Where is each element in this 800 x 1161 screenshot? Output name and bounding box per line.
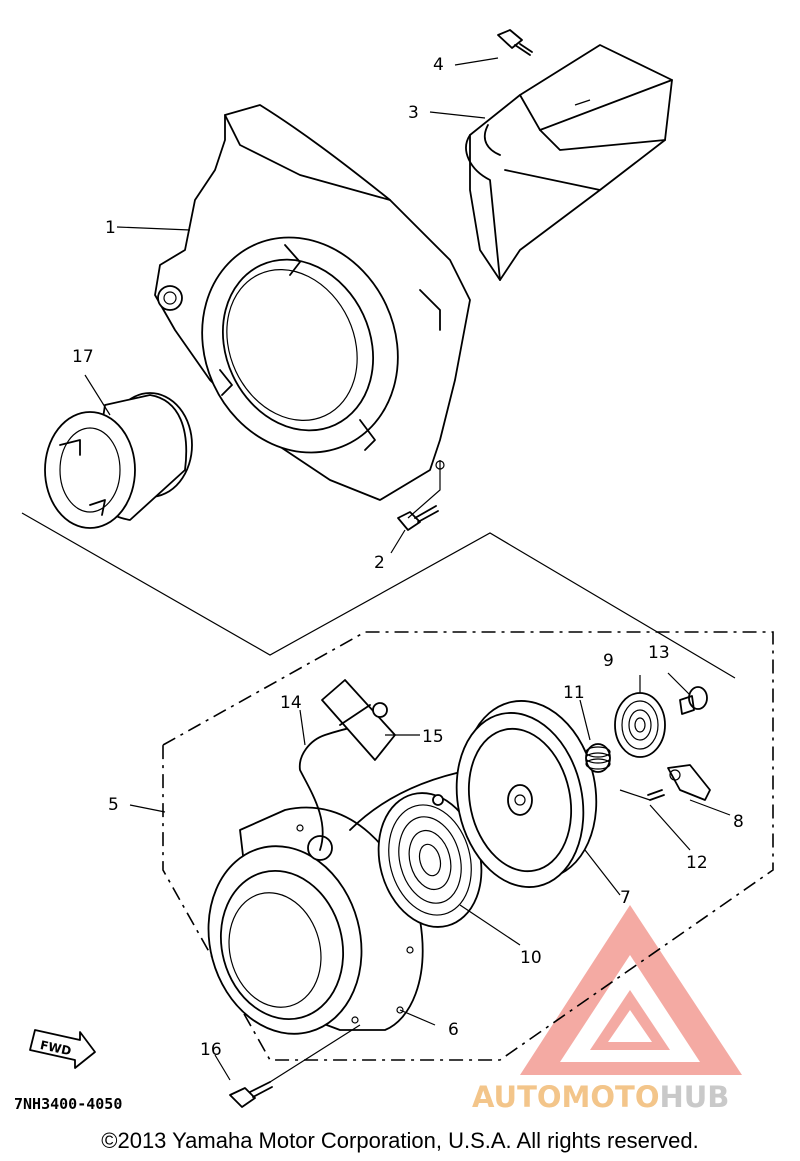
bolt-16 bbox=[229, 1081, 273, 1108]
callout-3: 3 bbox=[408, 103, 419, 123]
bolt-13 bbox=[679, 686, 708, 715]
fan-housing-part bbox=[154, 104, 471, 501]
callout-4: 4 bbox=[433, 55, 444, 75]
bolt-4 bbox=[497, 29, 533, 56]
friction-plate bbox=[614, 692, 666, 758]
pawl bbox=[667, 764, 711, 801]
callout-17: 17 bbox=[72, 347, 94, 367]
callout-11: 11 bbox=[563, 683, 585, 703]
copyright-notice: ©2013 Yamaha Motor Corporation, U.S.A. A… bbox=[101, 1128, 699, 1153]
spring-12 bbox=[647, 789, 665, 801]
starter-handle bbox=[321, 679, 396, 761]
watermark-brand: AUTOMOTOHUB bbox=[472, 1080, 729, 1114]
reference-line bbox=[21, 512, 736, 679]
watermark-text-1: AUTOMOTO bbox=[472, 1080, 660, 1114]
callout-1: 1 bbox=[105, 218, 116, 238]
pulley bbox=[455, 700, 598, 888]
callout-13: 13 bbox=[648, 643, 670, 663]
callout-15: 15 bbox=[422, 727, 444, 747]
callout-9: 9 bbox=[603, 651, 614, 671]
watermark-logo bbox=[520, 905, 742, 1075]
callout-10: 10 bbox=[520, 948, 542, 968]
diagram-code: 7NH3400-4050 bbox=[14, 1095, 123, 1113]
starter-case-part bbox=[207, 806, 424, 1035]
air-duct-part bbox=[465, 44, 673, 281]
callout-5: 5 bbox=[108, 795, 119, 815]
watermark-text-2: HUB bbox=[659, 1080, 730, 1114]
spiral-spring bbox=[377, 792, 483, 928]
callout-16: 16 bbox=[200, 1040, 222, 1060]
callout-6: 6 bbox=[448, 1020, 459, 1040]
fwd-label: FWD bbox=[39, 1038, 73, 1058]
fwd-arrow: FWD bbox=[29, 1029, 96, 1069]
collar-part bbox=[44, 392, 193, 529]
callout-2: 2 bbox=[374, 553, 385, 573]
callout-14: 14 bbox=[280, 693, 302, 713]
callout-12: 12 bbox=[686, 853, 708, 873]
bolt-2 bbox=[397, 505, 439, 531]
spring-11 bbox=[585, 743, 611, 773]
callout-7: 7 bbox=[620, 888, 631, 908]
callout-8: 8 bbox=[733, 812, 744, 832]
assembly-outline bbox=[162, 631, 774, 1061]
